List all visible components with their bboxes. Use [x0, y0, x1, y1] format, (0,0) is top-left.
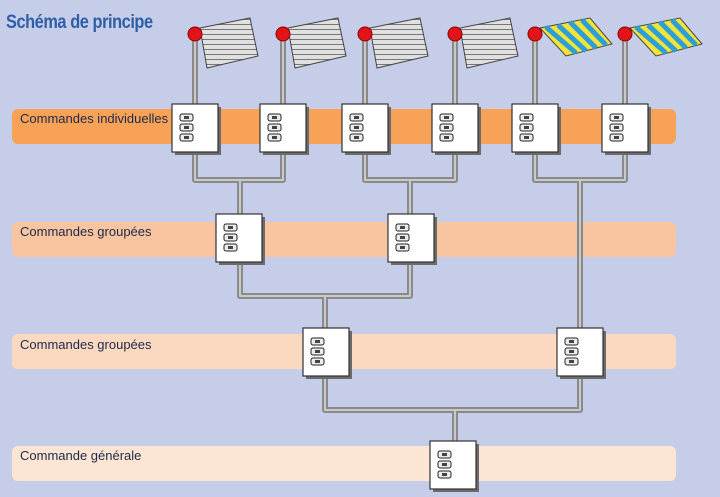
- switch-box-general-1: [429, 440, 479, 492]
- switch-box-individual-1: [171, 103, 221, 155]
- motor-icon: [275, 26, 291, 42]
- row-label-general: Commande générale: [20, 448, 142, 463]
- page-title: Schéma de principe: [6, 12, 153, 33]
- row-label-grouped-1: Commandes groupées: [20, 224, 152, 239]
- motor-icon: [187, 26, 203, 42]
- motor-icon: [447, 26, 463, 42]
- awning-2: [617, 17, 703, 57]
- row-label-individual: Commandes individuelles: [20, 111, 169, 126]
- roller-shutter-3: [357, 17, 429, 69]
- switch-box-grouped2-1: [302, 327, 352, 379]
- row-band-general: [12, 446, 676, 481]
- roller-shutter-4: [447, 17, 519, 69]
- roller-shutter-1: [187, 17, 259, 69]
- motor-icon: [527, 26, 543, 42]
- row-band-grouped-1: [12, 222, 676, 257]
- switch-box-individual-5: [511, 103, 561, 155]
- motor-icon: [357, 26, 373, 42]
- roller-shutter-2: [275, 17, 347, 69]
- switch-box-individual-3: [341, 103, 391, 155]
- switch-box-grouped-2: [387, 213, 437, 265]
- switch-box-individual-4: [431, 103, 481, 155]
- awning-1: [527, 17, 613, 57]
- switch-box-individual-6: [601, 103, 651, 155]
- motor-icon: [617, 26, 633, 42]
- switch-box-individual-2: [259, 103, 309, 155]
- switch-box-grouped-1: [215, 213, 265, 265]
- row-label-grouped-2: Commandes groupées: [20, 337, 152, 352]
- switch-box-grouped2-2: [556, 327, 606, 379]
